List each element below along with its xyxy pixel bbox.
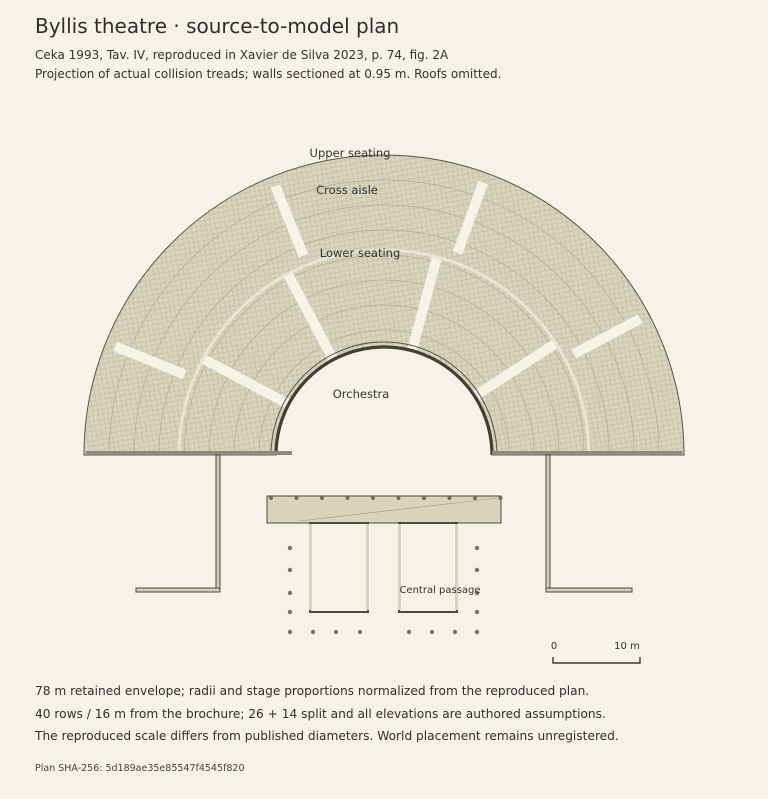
- plan-hash: Plan SHA-256: 5d189ae35e85547f4545f820: [35, 763, 245, 774]
- stage-column: [345, 496, 350, 500]
- note-envelope: 78 m retained envelope; radii and stage …: [35, 684, 590, 698]
- scale-start: 0: [551, 641, 557, 652]
- radial-aisle: [113, 341, 187, 380]
- radial-aisle: [473, 339, 559, 400]
- radial-aisles: [113, 180, 643, 408]
- portico-column: [287, 609, 293, 615]
- portico-column: [474, 567, 480, 573]
- side-walls: [135, 454, 633, 593]
- left-wall-horizontal: [135, 587, 221, 593]
- portico-column: [474, 590, 480, 596]
- portico-column: [406, 629, 412, 635]
- scale-end: 10 m: [614, 641, 640, 652]
- portico-column: [474, 545, 480, 551]
- orchestra-wall-outer-line: [270, 341, 498, 456]
- radial-aisle: [407, 255, 442, 351]
- stage-column: [294, 496, 299, 500]
- portico-column: [310, 629, 316, 635]
- stage: [266, 495, 503, 635]
- stage-column: [447, 496, 452, 500]
- scene-room-right: [398, 522, 458, 613]
- note-rows: 40 rows / 16 m from the brochure; 26 + 1…: [35, 707, 606, 721]
- scale-bar: 0 10 m: [551, 641, 641, 664]
- portico-column: [287, 629, 293, 635]
- stage-column: [422, 496, 426, 500]
- radial-aisle: [270, 184, 309, 258]
- stage-column: [498, 496, 503, 500]
- left-wall-vertical: [215, 454, 221, 593]
- portico-column: [429, 629, 435, 635]
- right-wall-horizontal: [545, 587, 633, 593]
- portico-column: [474, 609, 480, 615]
- label-central-passage: Central passage: [399, 585, 480, 596]
- portico-column: [287, 545, 293, 551]
- label-cross-aisle: Cross aisle: [316, 183, 378, 197]
- stage-columns: [269, 496, 503, 500]
- stage-column: [269, 496, 273, 500]
- stage-column: [320, 496, 324, 500]
- portico-column: [287, 567, 293, 573]
- label-orchestra: Orchestra: [333, 387, 390, 401]
- cavea-base-left: [86, 451, 292, 455]
- stage-column: [396, 496, 401, 500]
- cross-aisle: [177, 248, 591, 456]
- scene-rooms: [309, 522, 458, 613]
- label-upper-seating: Upper seating: [310, 146, 391, 160]
- cavea-base-right: [492, 451, 682, 455]
- projection-note: Projection of actual collision treads; w…: [35, 67, 502, 81]
- scene-room-left: [309, 522, 369, 613]
- page-title: Byllis theatre · source-to-model plan: [35, 14, 400, 38]
- portico-column: [474, 629, 480, 635]
- cavea: [83, 154, 685, 456]
- portico-column: [452, 629, 458, 635]
- note-scale: The reproduced scale differs from publis…: [35, 729, 619, 743]
- radial-aisle: [283, 271, 337, 361]
- portico-column: [333, 629, 339, 635]
- orchestra-wall: [274, 345, 494, 456]
- radial-aisle: [200, 354, 290, 408]
- radial-aisle: [571, 314, 643, 359]
- portico-columns: [287, 545, 480, 635]
- portico-column: [287, 590, 293, 596]
- stage-column: [371, 496, 375, 500]
- stage-column: [473, 496, 477, 500]
- theatre-plan: Upper seating Cross aisle Lower seating …: [83, 146, 685, 664]
- right-wall-vertical: [545, 454, 551, 593]
- portico-column: [357, 629, 363, 635]
- stage-platform: [266, 495, 502, 524]
- label-lower-seating: Lower seating: [320, 246, 401, 260]
- radial-aisle: [452, 180, 488, 255]
- source-citation: Ceka 1993, Tav. IV, reproduced in Xavier…: [35, 48, 449, 62]
